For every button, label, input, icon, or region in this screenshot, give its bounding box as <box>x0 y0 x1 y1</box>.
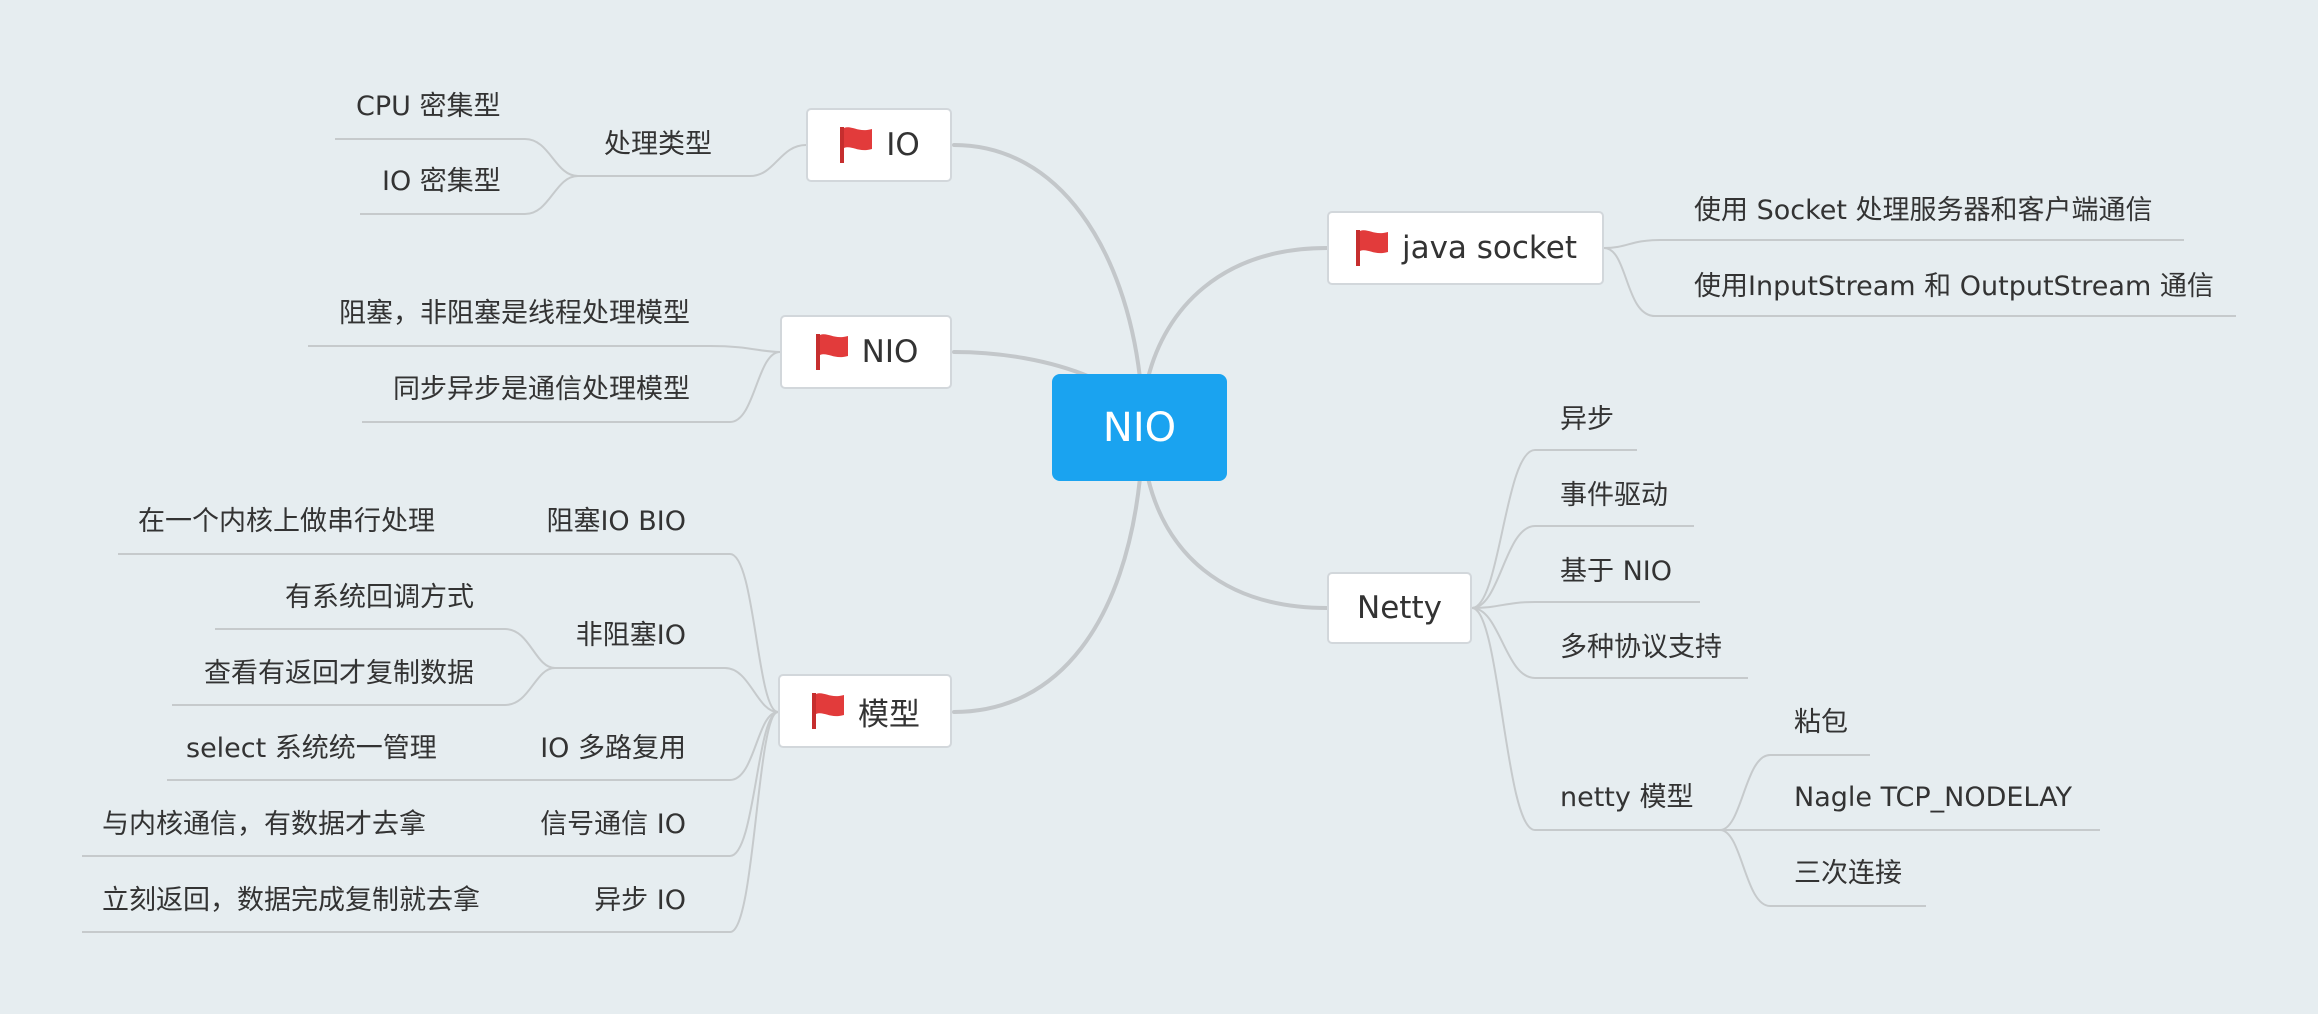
topic-io-label: IO <box>886 127 920 163</box>
nio-sync-comm-model[interactable]: 同步异步是通信处理模型 <box>393 374 690 405</box>
netty-async[interactable]: 异步 <box>1560 404 1614 435</box>
socket-streams[interactable]: 使用InputStream 和 OutputStream 通信 <box>1694 271 2214 302</box>
red-flag-icon <box>812 693 844 729</box>
netty-event-driven[interactable]: 事件驱动 <box>1560 480 1668 511</box>
model-select-management[interactable]: select 系统统一管理 <box>186 733 437 764</box>
nio-blocking-thread-model[interactable]: 阻塞，非阻塞是线程处理模型 <box>339 298 690 329</box>
topic-io[interactable]: IO <box>806 108 952 182</box>
model-blocking-bio[interactable]: 阻塞IO BIO <box>546 506 686 537</box>
netty-based-on-nio[interactable]: 基于 NIO <box>1560 556 1672 587</box>
red-flag-icon <box>1355 230 1388 266</box>
topic-nio[interactable]: NIO <box>780 315 952 389</box>
io-cpu-intensive[interactable]: CPU 密集型 <box>356 91 501 122</box>
model-nb-copy-on-return[interactable]: 查看有返回才复制数据 <box>204 658 474 689</box>
central-topic-label: NIO <box>1102 404 1177 451</box>
netty-model-sticky-packet[interactable]: 粘包 <box>1794 707 1848 738</box>
netty-multi-protocol[interactable]: 多种协议支持 <box>1560 632 1722 663</box>
io-processing-type[interactable]: 处理类型 <box>604 129 712 160</box>
topic-netty[interactable]: Netty <box>1327 572 1472 644</box>
netty-model-three-connections[interactable]: 三次连接 <box>1794 858 1902 889</box>
topic-java-socket-label: java socket <box>1401 230 1578 266</box>
model-signal-io[interactable]: 信号通信 IO <box>540 809 686 840</box>
netty-model-nagle[interactable]: Nagle TCP_NODELAY <box>1794 782 2072 813</box>
red-flag-icon <box>840 127 873 163</box>
topic-java-socket[interactable]: java socket <box>1327 211 1604 285</box>
io-io-intensive[interactable]: IO 密集型 <box>382 166 501 197</box>
model-nonblocking-io[interactable]: 非阻塞IO <box>575 620 686 651</box>
model-bio-serial[interactable]: 在一个内核上做串行处理 <box>138 506 435 537</box>
model-async-immediate-return[interactable]: 立刻返回，数据完成复制就去拿 <box>102 885 480 916</box>
topic-model-label: 模型 <box>858 696 920 733</box>
model-nb-callback[interactable]: 有系统回调方式 <box>285 582 474 613</box>
topic-model[interactable]: 模型 <box>778 674 952 748</box>
red-flag-icon <box>815 334 848 370</box>
netty-model[interactable]: netty 模型 <box>1560 782 1694 813</box>
model-signal-kernel[interactable]: 与内核通信，有数据才去拿 <box>102 809 426 840</box>
model-multiplexing[interactable]: IO 多路复用 <box>540 733 686 764</box>
central-topic[interactable]: NIO <box>1052 374 1227 481</box>
model-async-io[interactable]: 异步 IO <box>594 885 686 916</box>
topic-nio-label: NIO <box>861 334 919 370</box>
topic-netty-label: Netty <box>1357 590 1442 626</box>
socket-server-client[interactable]: 使用 Socket 处理服务器和客户端通信 <box>1694 195 2153 226</box>
